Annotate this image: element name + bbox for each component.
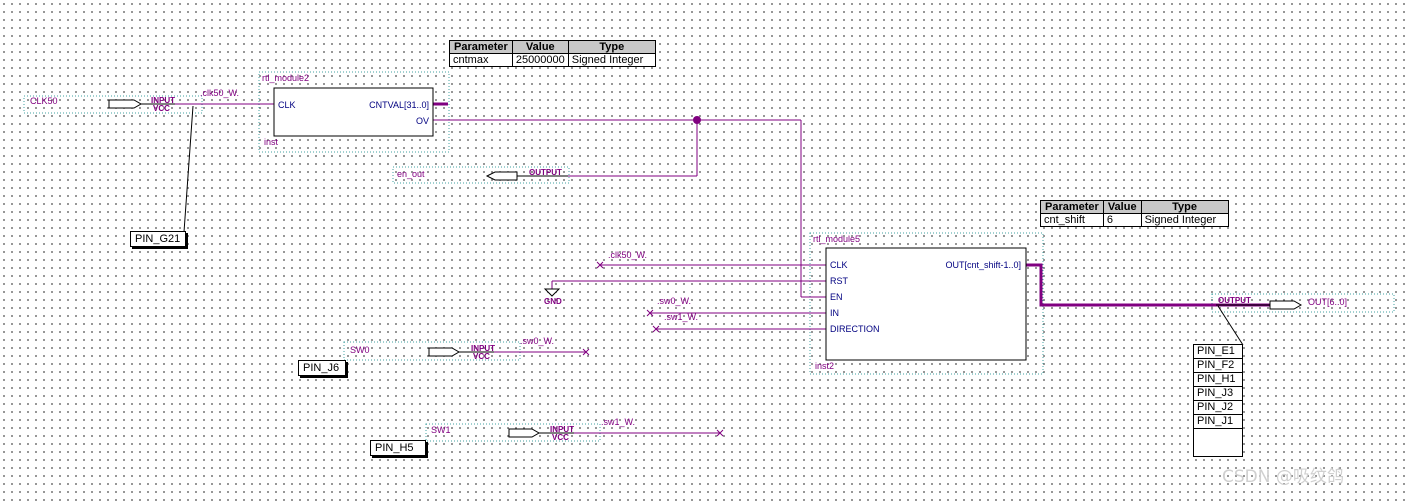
- junction-dot: [693, 116, 701, 124]
- out-pin-assignment-list[interactable]: PIN_E1 PIN_F2 PIN_H1 PIN_J3 PIN_J2 PIN_J…: [1193, 344, 1243, 457]
- module5-port-clk: CLK: [830, 260, 848, 270]
- value-header: Value: [1102, 200, 1142, 214]
- module5-port-in: IN: [830, 308, 839, 318]
- module5-port-rst: RST: [830, 276, 849, 286]
- param-header: Parameter: [1040, 200, 1104, 214]
- sw0-net-label: .sw0_W.: [520, 336, 554, 346]
- x-marker-dir: [652, 325, 660, 333]
- param-header: Parameter: [449, 40, 513, 54]
- out-pin-frame: [1211, 293, 1395, 313]
- sw1-dir: INPUT: [550, 425, 574, 434]
- sw0-input-shape[interactable]: [428, 347, 461, 357]
- type-header: Type: [1140, 200, 1229, 214]
- clk50-input-shape[interactable]: [108, 99, 143, 109]
- x-marker-sw1: [716, 429, 724, 437]
- sw1-vcc: VCC: [552, 433, 569, 442]
- module5-inst: inst2: [815, 361, 834, 371]
- sw0-vcc: VCC: [473, 352, 490, 361]
- sw0-pin-name: SW0: [350, 345, 370, 355]
- module5-param-table: Parameter Value Type cnt_shift 6 Signed …: [1040, 200, 1229, 227]
- pin-item: PIN_J1: [1194, 415, 1242, 429]
- x-marker-clk: [596, 261, 604, 269]
- module2-port-clk: CLK: [278, 100, 296, 110]
- out-pin-leader: [1217, 305, 1244, 346]
- sw1-pin-name: SW1: [431, 425, 451, 435]
- gnd-label: GND: [544, 297, 562, 306]
- m5-clk-net-label: .clk50_W.: [608, 250, 647, 260]
- sw1-input-shape[interactable]: [508, 428, 541, 438]
- x-marker-sw0: [582, 348, 590, 356]
- param-name: cnt_shift: [1040, 213, 1104, 227]
- module5-port-direction: DIRECTION: [830, 324, 880, 334]
- module2-type: rtl_module2: [262, 73, 309, 83]
- clk50-dir: INPUT: [151, 96, 175, 105]
- pin-item: PIN_E1: [1194, 345, 1242, 359]
- bus-out: [1026, 263, 1270, 307]
- clk50-pin-name: CLK50: [30, 96, 58, 106]
- sw0-pin-assignment[interactable]: PIN_J6: [298, 360, 346, 376]
- en-out-pin-name: en_out: [397, 169, 425, 179]
- out-pin-name: OUT[6..0]: [1308, 297, 1347, 307]
- pin-item: PIN_H1: [1194, 373, 1242, 387]
- clk50-pin-assignment[interactable]: PIN_G21: [130, 231, 186, 247]
- rtl-module2-block[interactable]: rtl_module2 inst CLK CNTVAL[31..0] OV: [262, 73, 434, 147]
- param-table-header: Parameter Value Type: [449, 40, 656, 54]
- clk50-net-label: .clk50_W.: [200, 88, 239, 98]
- out-dir: OUTPUT: [1218, 296, 1251, 305]
- sw1-pin-frame: [425, 423, 601, 442]
- param-row: cnt_shift 6 Signed Integer: [1040, 213, 1229, 227]
- gnd-symbol: GND: [543, 288, 562, 306]
- module2-param-table: Parameter Value Type cntmax 25000000 Sig…: [449, 40, 656, 67]
- en-out-output-shape[interactable]: [485, 171, 518, 181]
- param-row: cntmax 25000000 Signed Integer: [449, 53, 656, 67]
- module2-port-cntval: CNTVAL[31..0]: [369, 100, 429, 110]
- module5-port-out: OUT[cnt_shift-1..0]: [945, 260, 1021, 270]
- sw0-dir: INPUT: [471, 344, 495, 353]
- param-type: Signed Integer: [1140, 213, 1229, 227]
- param-name: cntmax: [449, 53, 513, 67]
- rtl-module5-block[interactable]: rtl_module5 inst2 CLK RST EN IN DIRECTIO…: [813, 234, 1027, 371]
- sw1-net-label: .sw1_W.: [601, 417, 635, 427]
- type-header: Type: [567, 40, 656, 54]
- param-value: 25000000: [511, 53, 569, 67]
- pin-item: PIN_F2: [1194, 359, 1242, 373]
- pin-item: PIN_J2: [1194, 401, 1242, 415]
- clk50-pin-leader: [183, 105, 194, 233]
- watermark: CSDN @吸纹鸽: [1222, 467, 1344, 487]
- param-type: Signed Integer: [567, 53, 656, 67]
- param-value: 6: [1102, 213, 1142, 227]
- sw1-pin-assignment[interactable]: PIN_H5: [370, 440, 426, 456]
- en-out-pin-frame: [392, 166, 570, 184]
- pin-item: PIN_J3: [1194, 387, 1242, 401]
- m5-dir-net-label: .sw1_W.: [664, 312, 698, 322]
- sw0-pin-frame: [343, 341, 521, 361]
- value-header: Value: [511, 40, 569, 54]
- out-output-shape[interactable]: [1269, 300, 1303, 310]
- en-out-dir: OUTPUT: [529, 168, 562, 177]
- module5-port-en: EN: [830, 292, 843, 302]
- param-table-header: Parameter Value Type: [1040, 200, 1229, 214]
- clk50-vcc: VCC: [153, 104, 170, 113]
- module5-type: rtl_module5: [813, 234, 860, 244]
- module2-inst: inst: [264, 137, 279, 147]
- x-marker-in: [646, 309, 654, 317]
- module2-port-ov: OV: [416, 116, 429, 126]
- m5-in-net-label: .sw0_W.: [657, 296, 691, 306]
